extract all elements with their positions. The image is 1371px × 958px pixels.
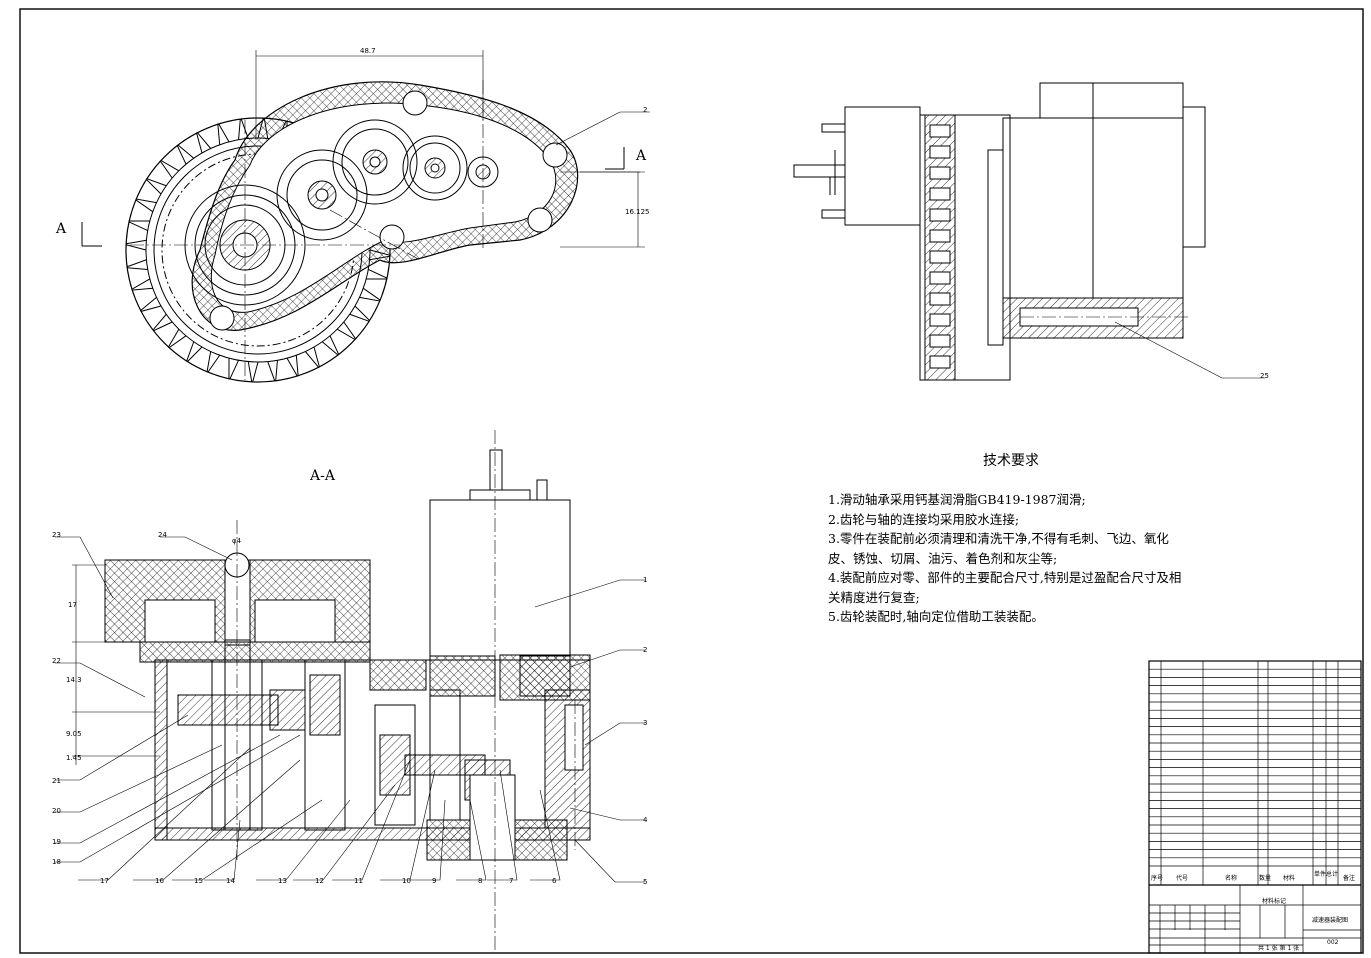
bottom-leader	[487, 769, 518, 881]
balloon-front-2: 2	[643, 106, 647, 114]
housing-rib	[929, 334, 951, 348]
bottom-leader	[410, 799, 446, 881]
tech-item: 5.齿轮装配时,轴向定位借助工装装配。	[828, 609, 1044, 624]
bottom-leader	[256, 799, 351, 881]
balloon-bottom: 9	[432, 877, 436, 885]
tech-requirements-title: 技术要求	[983, 453, 1039, 469]
tb-header-name: 名称	[1225, 874, 1237, 882]
balloon-left-20: 20	[52, 807, 61, 815]
tb-header-qty: 数量	[1259, 874, 1271, 882]
tb-drawing-no: 002	[1327, 939, 1339, 946]
housing-rib	[929, 208, 951, 222]
tech-item: 1.滑动轴承采用钙基润滑脂GB419-1987润滑;	[828, 492, 1086, 507]
tech-item: 2.齿轮与轴的连接均采用胶水连接;	[828, 511, 1020, 527]
balloon-bottom: 8	[478, 877, 482, 885]
balloon-bottom: 15	[194, 877, 203, 885]
front-view	[81, 50, 650, 383]
balloon-left-22: 22	[52, 657, 61, 665]
dim-h14: 14.3	[66, 676, 82, 684]
balloon-left-18: 18	[52, 858, 61, 866]
housing-rib	[929, 271, 951, 285]
tb-header-seq: 序号	[1151, 874, 1163, 882]
balloon-bottom: 6	[552, 877, 557, 885]
housing-rib	[929, 124, 951, 138]
balloon-left-19: 19	[52, 838, 61, 846]
dim-h17: 17	[68, 601, 77, 609]
tech-item: 4.装配前应对零、部件的主要配合尺寸,特别是过盈配合尺寸及相关精度进行复查;	[828, 570, 1182, 605]
section-label: A-A	[309, 468, 336, 484]
bottom-leader	[172, 799, 323, 881]
housing-rib	[929, 187, 951, 201]
tech-requirements-list: 1.滑动轴承采用钙基润滑脂GB419-1987润滑; 2.齿轮与轴的连接均采用胶…	[828, 490, 1188, 627]
bottom-leader	[456, 799, 487, 881]
view-label-left: A	[55, 221, 67, 237]
dim-top-width: 48.7	[360, 47, 376, 55]
bottom-leader	[204, 819, 241, 881]
tb-drawing-name: 减速器装配图	[1312, 916, 1348, 924]
balloon-bottom: 13	[278, 877, 287, 885]
bottom-leader	[78, 747, 251, 881]
balloon-bottom: 10	[402, 877, 411, 885]
balloon-front-25: 25	[1260, 372, 1269, 380]
balloon-bottom: 17	[100, 877, 109, 885]
dim-h1: 1.45	[66, 754, 82, 762]
balloon-bottom: 11	[354, 877, 363, 885]
balloon-left-21: 21	[52, 777, 61, 785]
balloon-bottom: 7	[509, 877, 513, 885]
title-block	[1148, 660, 1362, 954]
housing-rib	[929, 355, 951, 369]
tb-header-remark: 备注	[1343, 874, 1355, 882]
tb-header-code: 代号	[1176, 874, 1188, 882]
balloon-bottom: 12	[315, 877, 324, 885]
tb-header-unit: 单件	[1314, 870, 1326, 878]
bottom-leader	[530, 789, 561, 881]
bottom-leader	[293, 784, 396, 881]
bottom-leader	[133, 759, 301, 881]
tb-material-mark: 材料标记	[1262, 897, 1286, 905]
dim-right-offset: 16.125	[625, 208, 650, 216]
housing-rib	[929, 292, 951, 306]
side-view	[793, 82, 1265, 381]
section-view	[55, 430, 645, 950]
balloon-right-3: 3	[643, 719, 647, 727]
balloon-bottom: 16	[155, 877, 164, 885]
balloon-left-24: 24	[158, 531, 167, 539]
balloon-right-1: 1	[643, 576, 647, 584]
housing-rib	[929, 145, 951, 159]
balloon-right-2: 2	[643, 646, 647, 654]
housing-rib	[929, 250, 951, 264]
dim-h9: 9.05	[66, 730, 82, 738]
tb-sheet-info: 共 1 张 第 1 张	[1258, 944, 1299, 952]
view-label-right: A	[635, 148, 647, 164]
balloon-right-4: 4	[643, 816, 648, 824]
tb-header-material: 材料	[1283, 874, 1295, 882]
bottom-leader	[332, 759, 411, 881]
housing-rib	[929, 313, 951, 327]
housing-rib	[929, 229, 951, 243]
tech-item: 3.零件在装配前必须清理和清洗干净,不得有毛刺、飞边、氧化皮、锈蚀、切屑、油污、…	[828, 531, 1169, 566]
balloon-bottom: 14	[226, 877, 235, 885]
sheet-border	[19, 8, 1364, 954]
dim-phi-top: φ4	[232, 537, 242, 545]
tb-header-total: 总计	[1326, 870, 1338, 878]
balloon-left-23: 23	[52, 531, 61, 539]
balloon-right-5: 5	[643, 878, 647, 886]
housing-rib	[929, 166, 951, 180]
